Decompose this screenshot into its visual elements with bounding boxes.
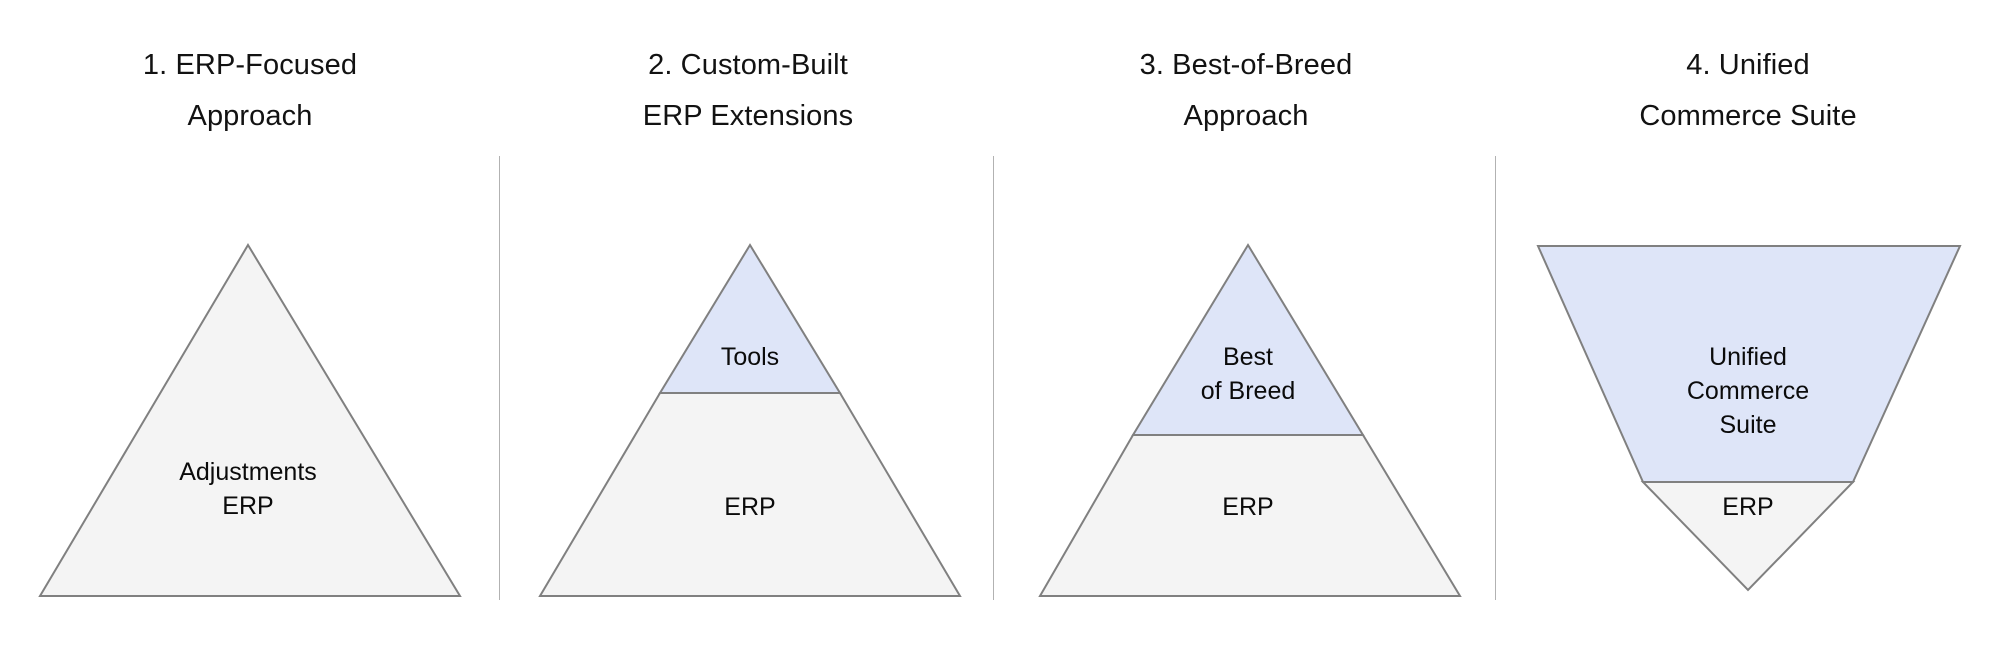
triangle-1-label-adjustments: Adjustments xyxy=(179,458,317,486)
panel-title-3-line1: 3. Best-of-Breed xyxy=(1139,49,1353,81)
triangle-3-erp-label: ERP xyxy=(1222,490,1273,524)
panel-separator-1 xyxy=(499,156,500,600)
triangle-2-tools-label: Tools xyxy=(721,340,779,374)
panel-separator-2 xyxy=(993,156,994,600)
panel-title-2-line1: 2. Custom-Built xyxy=(648,49,848,81)
triangle-3-label-erp: ERP xyxy=(1222,493,1274,521)
panel-title-4-line2: Commerce Suite xyxy=(1639,100,1857,132)
triangle-1-erp-body xyxy=(38,243,462,597)
panel-title-2: 2. Custom-Built ERP Extensions xyxy=(500,40,996,142)
triangle-2-label-tools: Tools xyxy=(720,343,780,371)
panel-title-3: 3. Best-of-Breed Approach xyxy=(996,40,1496,142)
panel-title-2-line2: ERP Extensions xyxy=(642,100,854,132)
panel-title-1: 1. ERP-Focused Approach xyxy=(0,40,500,142)
panel-title-4: 4. Unified Commerce Suite xyxy=(1496,40,2000,142)
triangle-4-label-commerce: Commerce xyxy=(1686,377,1810,405)
triangle-3-label-of-breed: of Breed xyxy=(1200,377,1296,405)
triangle-3-best-of-breed-label: Best of Breed xyxy=(1201,340,1296,408)
panel-title-3-line2: Approach xyxy=(1183,100,1309,132)
triangle-1-label-erp: ERP xyxy=(222,492,274,520)
triangle-2-label-erp: ERP xyxy=(724,493,776,521)
triangle-3-label-best: Best xyxy=(1222,343,1274,371)
triangle-4-erp-label: ERP xyxy=(1722,490,1773,524)
panel-title-1-line1: 1. ERP-Focused xyxy=(142,49,358,81)
triangle-4-label-unified: Unified xyxy=(1709,343,1787,371)
triangle-4-unified-label: Unified Commerce Suite xyxy=(1687,340,1809,442)
panel-separator-3 xyxy=(1495,156,1496,600)
panel-title-1-line2: Approach xyxy=(187,100,313,132)
triangle-4-label-erp: ERP xyxy=(1722,493,1774,521)
panel-title-4-line1: 4. Unified xyxy=(1686,49,1810,81)
triangle-1-label-group: Adjustments ERP xyxy=(179,455,317,523)
triangle-2-erp-label: ERP xyxy=(724,490,775,524)
triangle-4-label-suite: Suite xyxy=(1719,411,1777,439)
